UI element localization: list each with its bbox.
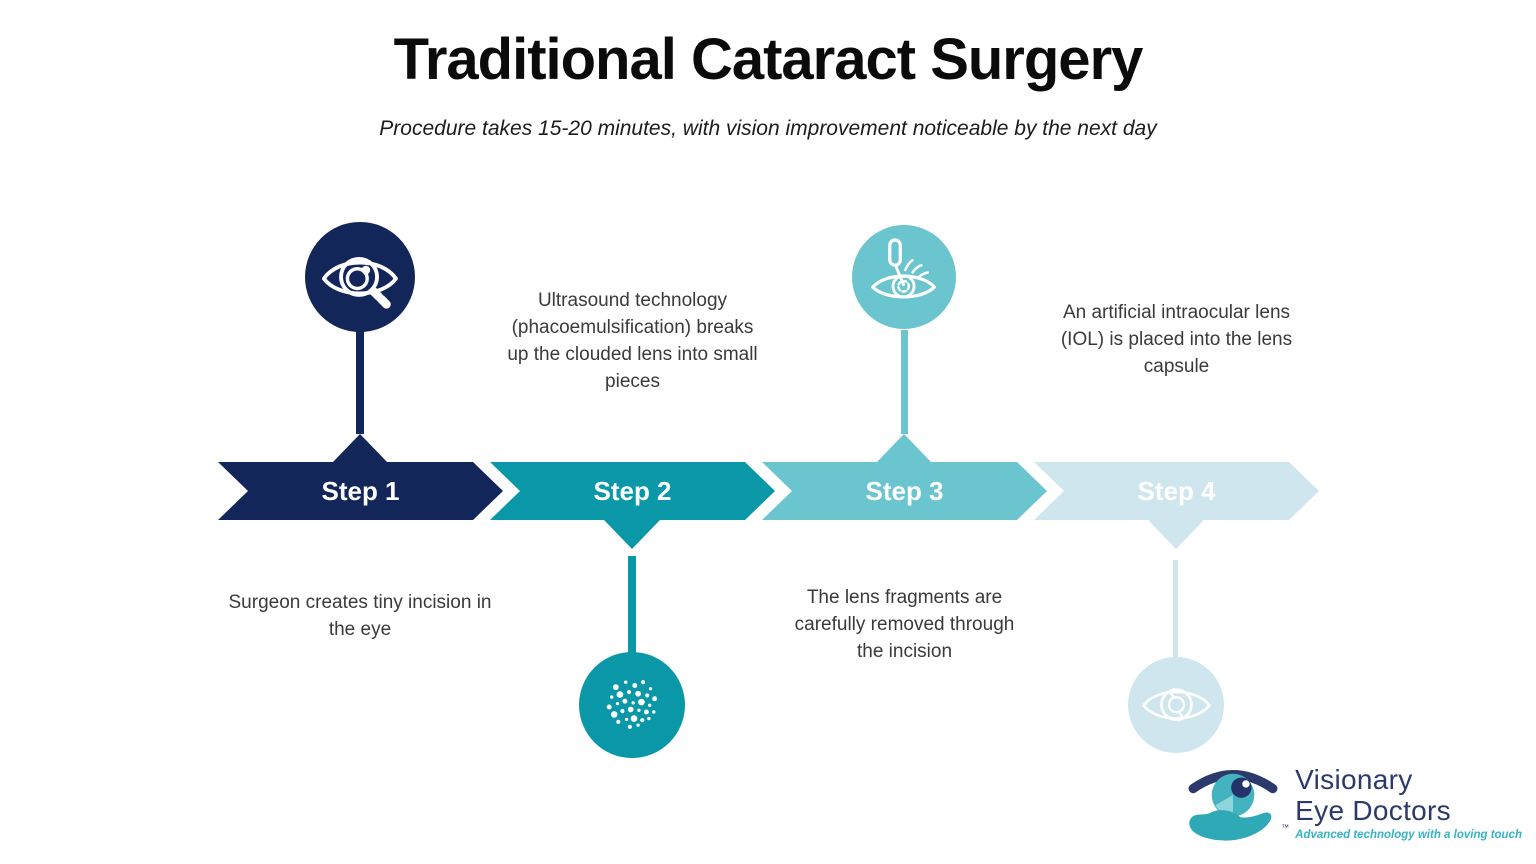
step3-banner: Step 3 bbox=[762, 462, 1047, 520]
logo-name-line1: Visionary bbox=[1295, 763, 1413, 795]
eye-in-hand-logo-icon: ™ bbox=[1181, 758, 1289, 846]
step3-label: Step 3 bbox=[865, 475, 944, 506]
step4-connector-line bbox=[1173, 560, 1178, 660]
trademark-symbol: ™ bbox=[1281, 823, 1290, 832]
step1-banner: Step 1 bbox=[218, 462, 503, 520]
step3-connector-triangle bbox=[876, 434, 932, 463]
step1-connector-triangle bbox=[332, 434, 388, 463]
step4-connector-triangle bbox=[1148, 520, 1204, 549]
logo-name-line2: Eye Doctors bbox=[1295, 794, 1451, 826]
step1-eye-magnifier-icon bbox=[305, 222, 415, 332]
step4-banner: Step 4 bbox=[1034, 462, 1319, 520]
step2-banner: Step 2 bbox=[490, 462, 775, 520]
page-subtitle: Procedure takes 15-20 minutes, with visi… bbox=[379, 117, 1157, 140]
step4-description: An artificial intraocular lens (IOL) is … bbox=[1060, 302, 1293, 377]
step1-connector-line bbox=[356, 328, 364, 434]
step2-connector-line bbox=[628, 556, 636, 656]
step3-description: The lens fragments are carefully removed… bbox=[794, 587, 1015, 662]
step4-label: Step 4 bbox=[1137, 475, 1216, 506]
step1-description: Surgeon creates tiny incision in the eye bbox=[228, 592, 492, 640]
step3-eye-probe-icon bbox=[852, 225, 956, 329]
step2-label: Step 2 bbox=[593, 475, 672, 506]
step2-lens-fragments-icon bbox=[579, 652, 685, 758]
step2-connector-triangle bbox=[604, 520, 660, 549]
logo-tagline: Advanced technology with a loving touch bbox=[1295, 828, 1522, 841]
step2-description: Ultrasound technology (phacoemulsificati… bbox=[507, 290, 758, 392]
step1-label: Step 1 bbox=[321, 475, 400, 506]
logo-wordmark: Visionary Eye Doctors Advanced technolog… bbox=[1295, 764, 1522, 841]
visionary-eye-doctors-logo: ™ Visionary Eye Doctors Advanced technol… bbox=[1181, 758, 1522, 846]
step3-connector-line bbox=[901, 330, 908, 434]
page-title: Traditional Cataract Surgery bbox=[393, 27, 1144, 92]
step4-eye-iol-lens-icon bbox=[1128, 657, 1224, 753]
